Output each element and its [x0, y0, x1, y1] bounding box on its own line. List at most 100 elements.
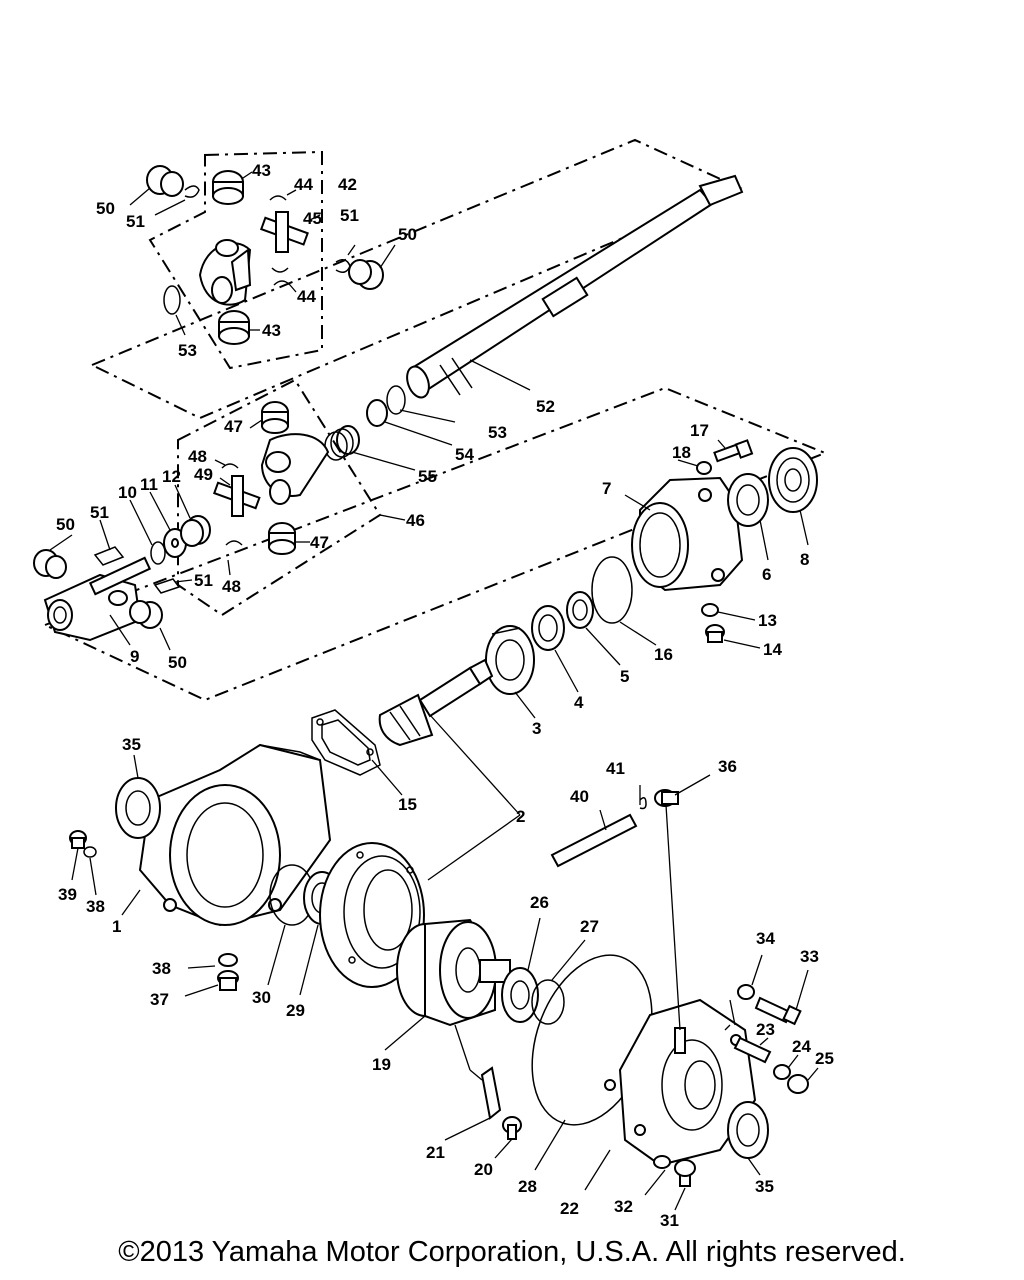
callout-50: 50: [398, 225, 417, 244]
callout-53: 53: [178, 341, 197, 360]
callout-43: 43: [252, 161, 271, 180]
exploded-parts-diagram: 50 51 43 44 42 4 5 51 50 44 43 53 52: [33, 138, 834, 1230]
callout-47: 47: [310, 533, 329, 552]
callout-15: 15: [398, 795, 417, 814]
circlip-10: [150, 541, 166, 565]
washer-54: [366, 399, 388, 427]
callout-48: 48: [188, 447, 207, 466]
circlip-48-top: [221, 463, 239, 469]
callout-38: 38: [86, 897, 105, 916]
callout-11: 11: [140, 475, 158, 494]
callout-47: 47: [224, 417, 243, 436]
pinion-gear-2: [378, 658, 494, 747]
circlip-lower: [273, 280, 291, 286]
callout-50: 50: [96, 199, 115, 218]
callout-13: 13: [758, 611, 777, 630]
callout-44: 44: [297, 287, 316, 306]
retaining-clip-left: [184, 185, 200, 198]
seal-35-right: [727, 1101, 769, 1159]
copyright-notice: ©2013 Yamaha Motor Corporation, U.S.A. A…: [118, 1236, 906, 1268]
breather-36: [654, 789, 679, 807]
circlip-48-bottom: [225, 540, 243, 546]
bolt-20: [502, 1116, 522, 1140]
bearing-cap-lower: [218, 310, 250, 345]
callout-38: 38: [152, 959, 171, 978]
washer-38-bottom: [218, 953, 238, 967]
callout-51: 51: [90, 503, 109, 522]
callout-5: 5: [620, 667, 629, 686]
callout-52: 52: [536, 397, 555, 416]
gear-case-1: [138, 743, 332, 927]
bolt-17: [713, 439, 754, 463]
callout-21: 21: [426, 1143, 445, 1162]
callout-48: 48: [222, 577, 241, 596]
circlip-53-lower: [386, 385, 406, 415]
middle-group-boundary: [42, 386, 828, 702]
callout-9: 9: [130, 647, 139, 666]
callout-50: 50: [56, 515, 75, 534]
differential-case-19: [396, 918, 511, 1027]
bearing-26: [501, 967, 539, 1023]
callout-44: 44: [294, 175, 313, 194]
callout-16: 16: [654, 645, 673, 664]
callout-24: 24: [792, 1037, 811, 1056]
callout-35: 35: [755, 1177, 774, 1196]
bearing-cap-47-bottom: [268, 522, 296, 555]
washer-18: [696, 461, 712, 475]
drive-shaft: [406, 174, 744, 399]
bearing-5: [566, 591, 594, 629]
bearing-cap-47-top: [261, 401, 289, 434]
callout-55: 55: [418, 467, 437, 486]
callout-7: 7: [602, 479, 611, 498]
universal-joint-boundary: [148, 150, 323, 370]
washer-32: [653, 1155, 671, 1169]
callout-23: 23: [756, 1020, 775, 1039]
bearing-cap-upper: [212, 170, 244, 205]
callout-17: 17: [690, 421, 709, 440]
callout-42: 42: [338, 175, 357, 194]
drain-plug-14: [705, 624, 725, 643]
callout-43: 43: [262, 321, 281, 340]
callout-35: 35: [122, 735, 141, 754]
callout-14: 14: [763, 640, 782, 659]
washer-24: [773, 1064, 791, 1080]
spider-cross-49: [212, 475, 261, 517]
plug-39: [69, 830, 87, 849]
callout-30: 30: [252, 988, 271, 1007]
callout-12: 12: [162, 467, 181, 486]
washer-13: [701, 603, 719, 617]
callout-34: 34: [756, 929, 775, 948]
callout-51: 51: [126, 212, 145, 231]
callout-32: 32: [614, 1197, 633, 1216]
nut-25: [787, 1074, 809, 1094]
o-ring-27: [531, 979, 565, 1025]
callout-20: 20: [474, 1160, 493, 1179]
bearing-housing-7: [631, 476, 744, 592]
spider-cross: [259, 211, 309, 253]
callout-4: 4: [574, 693, 584, 712]
callout-25: 25: [815, 1049, 834, 1068]
o-ring-16: [591, 556, 633, 624]
callout-6: 6: [762, 565, 771, 584]
callout-53: 53: [488, 423, 507, 442]
callout-10: 10: [118, 483, 137, 502]
clip-51-a: [93, 546, 125, 566]
middle-group: 53 54 55 47 48 49 47 48 46 10 11 12 51 5…: [33, 378, 828, 738]
callout-40: 40: [570, 787, 589, 806]
callout-8: 8: [800, 550, 809, 569]
callout-29: 29: [286, 1001, 305, 1020]
seal-12: [180, 515, 211, 547]
callout-33: 33: [800, 947, 819, 966]
gear-case-cover-22: [604, 998, 757, 1167]
lower-group: 2 15 35 1 39 38 38 37 30 29 19 21 20 26 …: [58, 658, 834, 1230]
lock-plate-21: [480, 1066, 502, 1120]
shaft-pin-40: [550, 813, 638, 868]
clip-41: [639, 797, 647, 810]
seal-35-left: [115, 777, 161, 839]
callout-37: 37: [150, 990, 169, 1009]
callout-49: 49: [194, 465, 213, 484]
spring-55: [324, 425, 360, 461]
bearing-3: [485, 625, 535, 695]
dust-cap-right: [348, 259, 384, 290]
washer-38-left: [83, 846, 97, 858]
